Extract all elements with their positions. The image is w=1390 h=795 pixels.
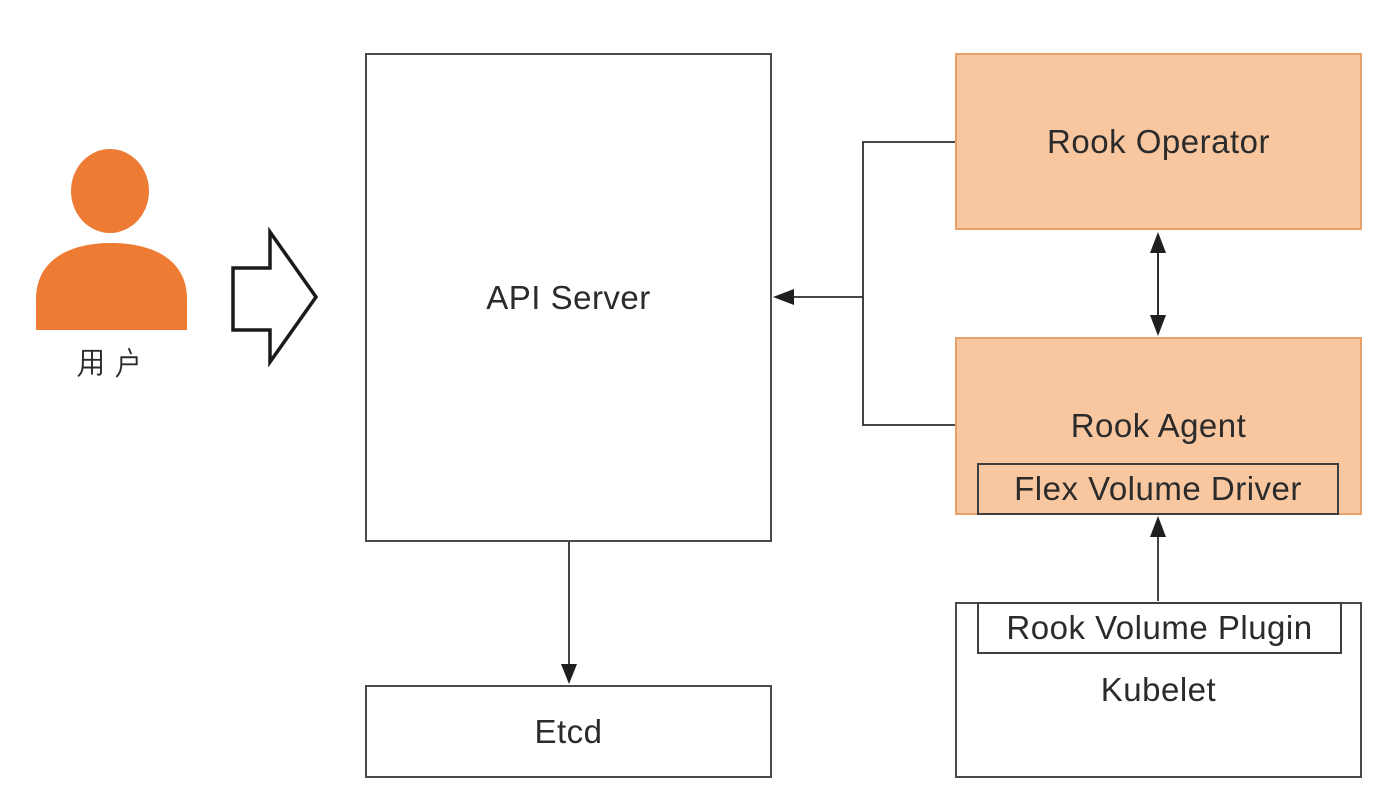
node-rook-agent-label: Rook Agent	[1070, 407, 1247, 444]
node-etcd: Etcd	[365, 685, 772, 778]
node-api-server-label: API Server	[486, 278, 651, 316]
node-rook-volume-plugin: Rook Volume Plugin	[977, 602, 1342, 654]
operator-agent-double-arrow	[1150, 232, 1166, 336]
bracket-to-api-arrow	[773, 289, 863, 305]
node-flex-volume-driver-label: Flex Volume Driver	[1014, 470, 1302, 507]
node-kubelet-label: Kubelet	[1100, 671, 1217, 708]
node-rook-operator-label: Rook Operator	[1047, 122, 1270, 160]
plugin-to-driver-arrow	[1150, 516, 1166, 601]
node-etcd-label: Etcd	[534, 712, 603, 750]
node-api-server: API Server	[365, 53, 772, 542]
operator-agent-bracket-connector	[862, 141, 955, 426]
node-rook-operator: Rook Operator	[955, 53, 1362, 230]
user-label-glyph-yong	[77, 349, 102, 377]
user-label: 用户	[60, 344, 160, 382]
node-rook-volume-plugin-label: Rook Volume Plugin	[1006, 609, 1313, 646]
api-to-etcd-arrow	[561, 542, 577, 684]
user-label-glyph-hu	[115, 347, 138, 378]
node-flex-volume-driver: Flex Volume Driver	[977, 463, 1339, 515]
